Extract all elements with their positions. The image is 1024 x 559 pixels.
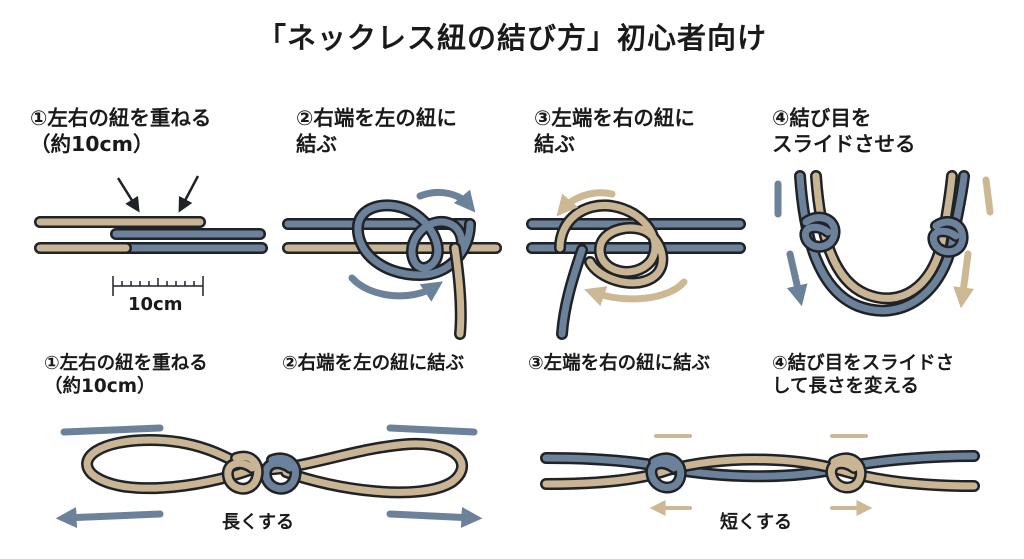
p3-arrow-bottom (584, 278, 688, 307)
p4-knot-right (927, 216, 969, 258)
p2-arrow-bottom (348, 274, 443, 302)
p2-arrow-top (416, 188, 476, 213)
long-knot-tan (221, 450, 264, 495)
shorten-label: 短くする (720, 512, 792, 533)
lengthen-figure (81, 434, 468, 499)
p2-tail-tan (449, 242, 467, 340)
lengthen-label: 長くする (222, 512, 294, 533)
p3-tail-blue (556, 244, 588, 340)
short-cord-tan (540, 453, 980, 492)
bottom-step-1-label: ①左右の紐を重ねる （約10cm） (44, 353, 208, 398)
short-cord-blue (540, 450, 980, 483)
page-title: 「ネックレス紐の結び方」初心者向け (256, 21, 767, 55)
p4-arrows-left (774, 180, 800, 298)
long-knot-blue (259, 452, 302, 495)
p3-knot-loop (554, 199, 669, 289)
p3-arrow-top (556, 189, 616, 217)
panel3-knot-cords (526, 199, 746, 340)
short-knot-left (645, 452, 687, 494)
bottom-step-4-label: ④結び目をスライドさ して長さを変える (772, 353, 955, 398)
p4-arrows-right (962, 176, 994, 300)
measure-label: 10cm (128, 294, 183, 315)
p2-knot-loop (351, 199, 476, 281)
top-step-3-label: ③左端を右の紐に 結ぶ (534, 106, 695, 156)
shorten-figure (540, 450, 980, 494)
bottom-step-2-label: ②右端を左の紐に結ぶ (282, 353, 465, 374)
top-step-1-label: ①左右の紐を重ねる （約10cm） (30, 106, 212, 156)
pointer-arrow-right (178, 175, 200, 213)
panel2-knot-cords (282, 199, 502, 340)
p4-knot-left (799, 211, 841, 253)
panel4-necklace (794, 170, 970, 317)
shorten-arrows-left (656, 434, 692, 508)
lengthen-arrows-left (64, 424, 164, 518)
short-knot-right (825, 452, 867, 494)
bottom-step-3-label: ③左端を右の紐に結ぶ (528, 353, 711, 374)
top-step-4-label: ④結び目を スライドさせる (772, 106, 916, 156)
top-step-2-label: ②右端を左の紐に 結ぶ (296, 106, 457, 156)
pointer-arrow-left (116, 177, 140, 213)
measure-ruler (112, 276, 204, 296)
shorten-arrows-right (830, 434, 866, 508)
lengthen-arrows-right (386, 424, 474, 518)
panel1-overlap-cords (34, 216, 268, 254)
